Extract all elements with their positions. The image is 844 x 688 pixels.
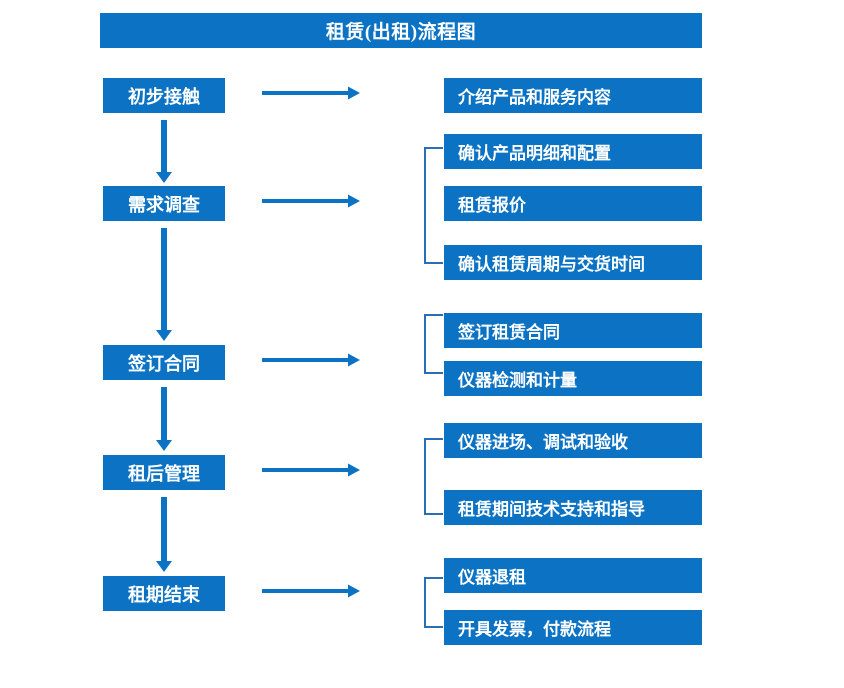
- page-title: 租赁(出租)流程图: [100, 13, 702, 48]
- detail-box-2-2[interactable]: 租赁报价: [444, 186, 702, 221]
- detail-box-4-1[interactable]: 仪器进场、调试和验收: [444, 423, 702, 458]
- stage-box-4[interactable]: 租后管理: [103, 455, 225, 490]
- stage-box-5[interactable]: 租期结束: [103, 576, 225, 611]
- right-arrow-icon: [262, 353, 360, 367]
- detail-box-3-1[interactable]: 签订租赁合同: [444, 313, 702, 348]
- group-bracket-4: [424, 438, 443, 515]
- detail-box-4-2[interactable]: 租赁期间技术支持和指导: [444, 490, 702, 525]
- down-arrow-icon: [156, 387, 172, 451]
- group-bracket-3: [424, 314, 443, 374]
- right-arrow-icon: [262, 86, 360, 100]
- detail-box-2-3[interactable]: 确认租赁周期与交货时间: [444, 245, 702, 280]
- detail-box-1-1[interactable]: 介绍产品和服务内容: [444, 78, 702, 113]
- stage-box-2[interactable]: 需求调查: [103, 186, 225, 221]
- detail-box-2-1[interactable]: 确认产品明细和配置: [444, 134, 702, 169]
- down-arrow-icon: [156, 497, 172, 572]
- stage-box-1[interactable]: 初步接触: [103, 78, 225, 113]
- down-arrow-icon: [156, 120, 172, 183]
- detail-box-3-2[interactable]: 仪器检测和计量: [444, 361, 702, 396]
- group-bracket-2: [424, 147, 443, 264]
- detail-box-5-2[interactable]: 开具发票，付款流程: [444, 610, 702, 645]
- group-bracket-5: [424, 577, 443, 628]
- right-arrow-icon: [262, 584, 360, 598]
- right-arrow-icon: [262, 463, 360, 477]
- right-arrow-icon: [262, 194, 360, 208]
- down-arrow-icon: [156, 228, 172, 341]
- detail-box-5-1[interactable]: 仪器退租: [444, 558, 702, 593]
- stage-box-3[interactable]: 签订合同: [103, 345, 225, 380]
